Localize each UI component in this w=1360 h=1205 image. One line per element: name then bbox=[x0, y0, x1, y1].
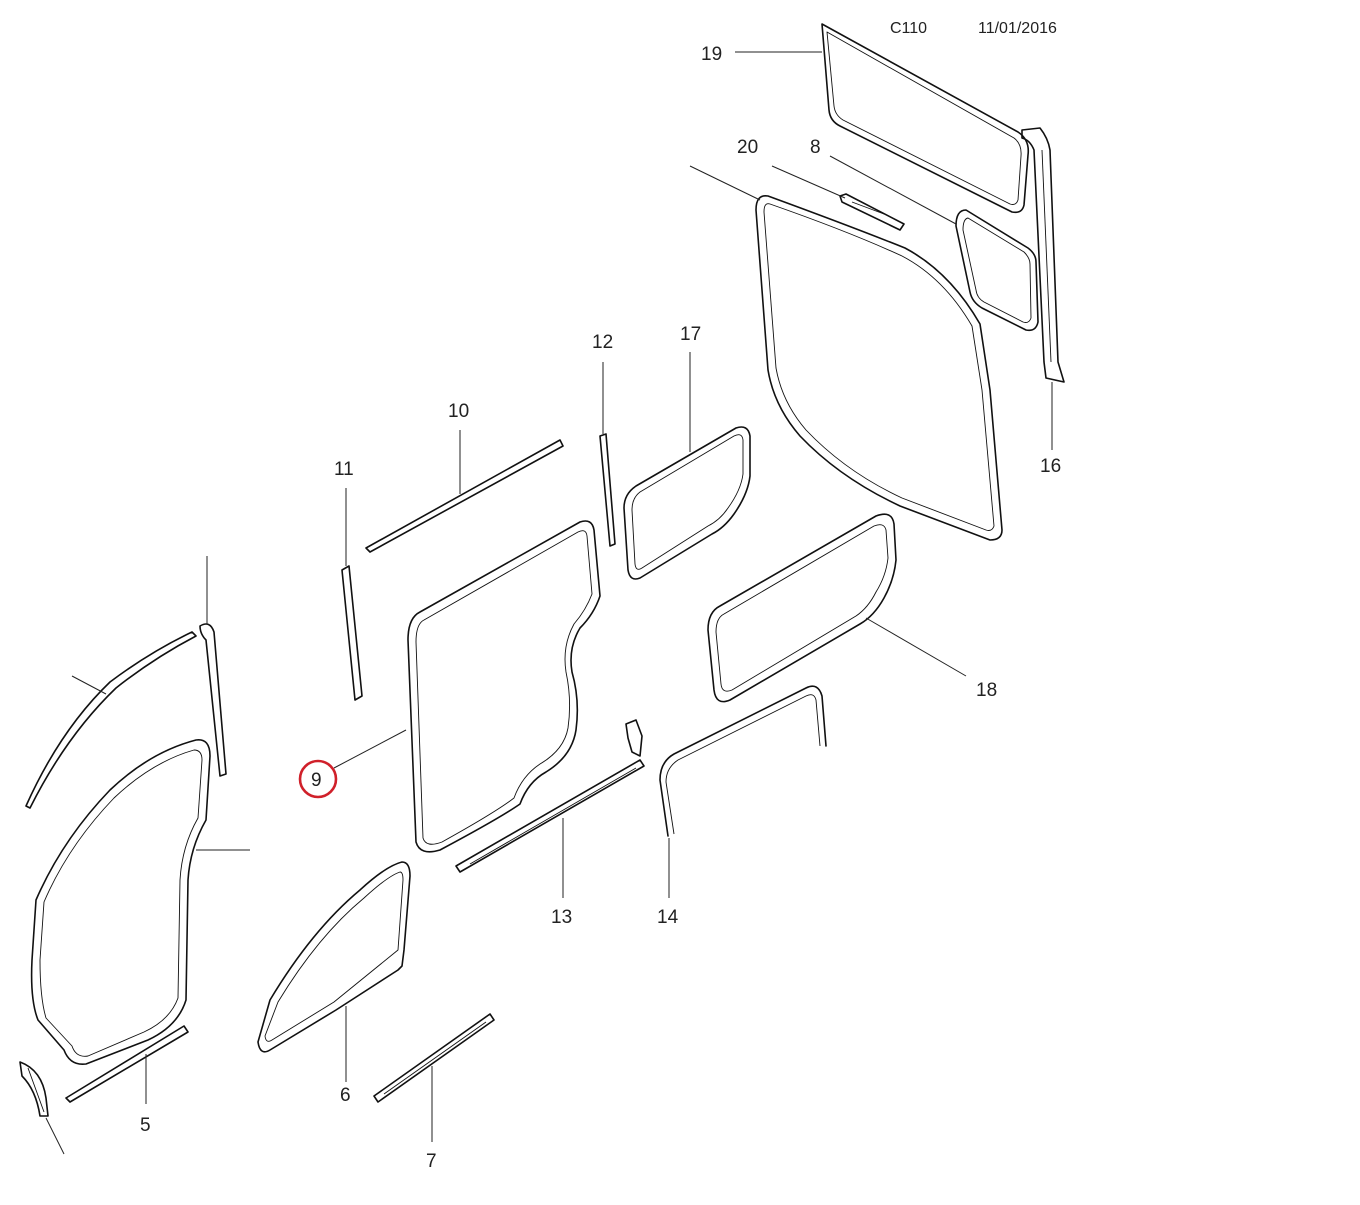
callout-8[interactable]: 8 bbox=[810, 137, 821, 158]
part-20-strip[interactable] bbox=[839, 193, 905, 231]
part-5-front-sill-strip[interactable] bbox=[65, 1025, 189, 1103]
highlight-ring-9 bbox=[298, 759, 338, 799]
part-14-edge-seal[interactable] bbox=[659, 685, 827, 837]
part-lower-corner-piece[interactable] bbox=[19, 1061, 49, 1117]
part-rear-door-seal[interactable] bbox=[755, 194, 1003, 541]
part-11-small-strip[interactable] bbox=[341, 565, 363, 701]
callout-18[interactable]: 18 bbox=[976, 680, 997, 701]
callout-20[interactable]: 20 bbox=[737, 137, 758, 158]
part-8-quarter-window-seal[interactable] bbox=[955, 209, 1039, 332]
callout-12[interactable]: 12 bbox=[592, 332, 613, 353]
part-12-vertical-strip[interactable] bbox=[599, 433, 616, 547]
part-front-door-opening-seal[interactable] bbox=[30, 739, 211, 1066]
callout-6[interactable]: 6 bbox=[340, 1085, 351, 1106]
part-17-side-window-seal[interactable] bbox=[623, 426, 751, 580]
part-16-pillar-seal[interactable] bbox=[1021, 127, 1065, 383]
leader-rear-door-seal bbox=[689, 165, 761, 201]
part-front-belt-strip[interactable] bbox=[25, 631, 197, 809]
part-front-pillar-strip[interactable] bbox=[199, 623, 227, 777]
callout-14[interactable]: 14 bbox=[657, 907, 679, 928]
part-18-rear-quarter-seal[interactable] bbox=[707, 513, 897, 703]
leader-18 bbox=[865, 617, 967, 677]
leader-front-belt-strip bbox=[71, 675, 107, 695]
callout-7[interactable]: 7 bbox=[426, 1151, 437, 1172]
diagram-date: 11/01/2016 bbox=[978, 20, 1057, 37]
callout-19[interactable]: 19 bbox=[701, 44, 722, 65]
part-9-front-door-seal[interactable] bbox=[407, 520, 601, 853]
part-10-upper-strip[interactable] bbox=[365, 439, 564, 553]
part-13-sill-strip[interactable] bbox=[455, 719, 645, 873]
callout-11[interactable]: 11 bbox=[334, 459, 354, 480]
part-19-rear-window-seal[interactable] bbox=[821, 23, 1030, 214]
leader-20 bbox=[771, 165, 846, 199]
callout-10[interactable]: 10 bbox=[448, 401, 469, 422]
callout-17[interactable]: 17 bbox=[680, 324, 701, 345]
part-7-lower-strip[interactable] bbox=[373, 1013, 495, 1103]
callout-13[interactable]: 13 bbox=[551, 907, 572, 928]
callout-16[interactable]: 16 bbox=[1040, 456, 1061, 477]
callout-5[interactable]: 5 bbox=[140, 1115, 151, 1136]
leader-8 bbox=[829, 155, 957, 225]
part-6-window-channel[interactable] bbox=[257, 861, 411, 1053]
callout-9[interactable]: 9 bbox=[311, 770, 322, 791]
leader-lower-corner-piece bbox=[45, 1117, 65, 1155]
model-code: C110 bbox=[890, 20, 927, 37]
leader-9 bbox=[333, 729, 407, 769]
